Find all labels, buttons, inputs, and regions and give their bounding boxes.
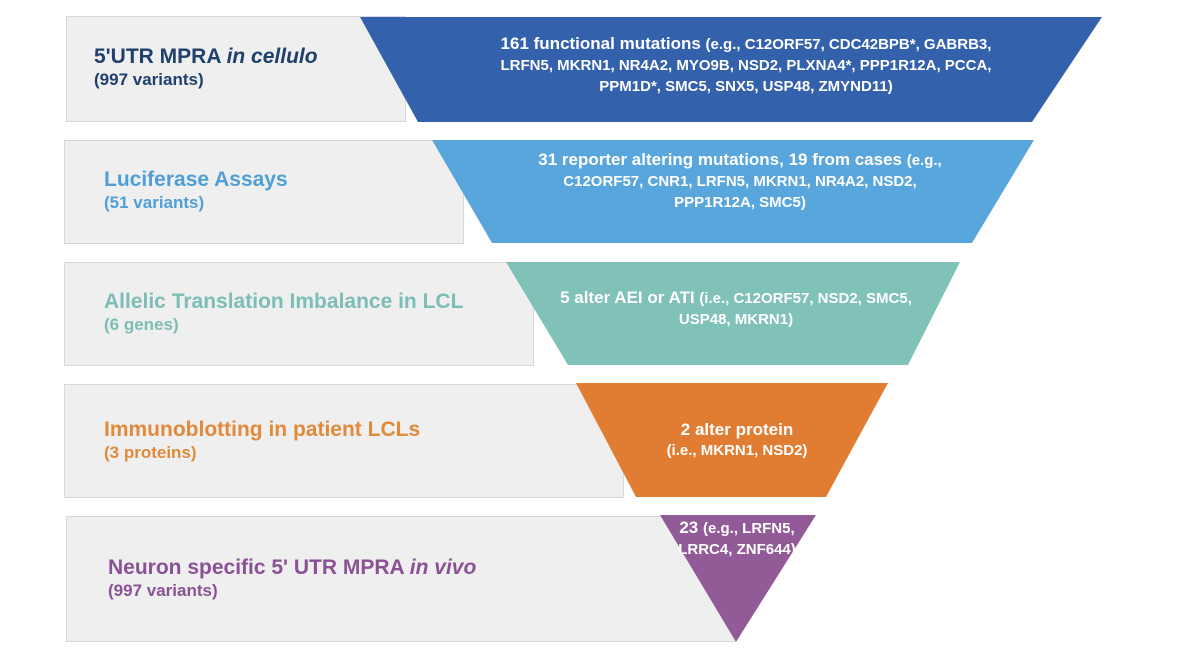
tier-3-label: Allelic Translation Imbalance in LCL (6 … bbox=[104, 289, 463, 335]
tier-4-panel bbox=[64, 384, 624, 498]
tier-3-title: Allelic Translation Imbalance in LCL bbox=[104, 290, 464, 313]
funnel-tier-4 bbox=[576, 383, 888, 497]
tier-5-subtitle: (997 variants) bbox=[108, 580, 218, 600]
tier-5-result-lead: 23 bbox=[679, 518, 703, 537]
tier-5-label: Neuron specific 5' UTR MPRA in vivo (997… bbox=[108, 555, 476, 601]
tier-3-result-examples: (i.e., C12ORF57, NSD2, SMC5, USP48, MKRN… bbox=[678, 290, 912, 328]
tier-5-panel bbox=[66, 516, 736, 642]
tier-4-result: 2 alter protein (i.e., MKRN1, NSD2) bbox=[620, 419, 854, 461]
funnel-tier-2 bbox=[432, 140, 1034, 243]
tier-1-result-lead: 161 functional mutations bbox=[500, 34, 706, 53]
tier-4-result-examples: (i.e., MKRN1, NSD2) bbox=[666, 442, 808, 460]
tier-1-label: 5'UTR MPRA in cellulo (997 variants) bbox=[94, 44, 318, 90]
tier-2-panel bbox=[64, 140, 464, 244]
tier-5-result: 23 (e.g., LRFN5, LRRC4, ZNF644) bbox=[662, 517, 812, 561]
tier-1-title-italic: in cellulo bbox=[226, 45, 318, 68]
funnel-tier-5 bbox=[660, 515, 816, 642]
tier-4-label: Immunoblotting in patient LCLs (3 protei… bbox=[104, 417, 420, 463]
tier-4-title: Immunoblotting in patient LCLs bbox=[104, 418, 421, 441]
tier-3-result-lead: 5 alter AEI or ATI bbox=[560, 288, 700, 307]
tier-1-panel bbox=[66, 16, 406, 122]
tier-2-label: Luciferase Assays (51 variants) bbox=[104, 167, 288, 213]
funnel-tier-1 bbox=[360, 17, 1102, 122]
tier-5-title-italic: in vivo bbox=[409, 556, 477, 579]
tier-3-panel bbox=[64, 262, 534, 366]
tier-4-result-lead: 2 alter protein bbox=[680, 420, 794, 439]
funnel-tier-3 bbox=[506, 262, 960, 365]
tier-2-subtitle: (51 variants) bbox=[104, 192, 205, 212]
tier-2-result-examples: (e.g., C12ORF57, CNR1, LRFN5, MKRN1, NR4… bbox=[563, 152, 942, 211]
tier-4-subtitle: (3 proteins) bbox=[104, 442, 197, 462]
tier-5-title: Neuron specific 5' UTR MPRA bbox=[108, 556, 410, 579]
tier-3-subtitle: (6 genes) bbox=[104, 314, 179, 334]
tier-2-title: Luciferase Assays bbox=[104, 168, 288, 191]
tier-2-result: 31 reporter altering mutations, 19 from … bbox=[522, 149, 958, 213]
tier-1-subtitle: (997 variants) bbox=[94, 69, 204, 89]
tier-1-title: 5'UTR MPRA bbox=[94, 45, 227, 68]
tier-1-result-examples: (e.g., C12ORF57, CDC42BPB*, GABRB3, LRFN… bbox=[500, 36, 992, 95]
tier-5-result-examples: (e.g., LRFN5, LRRC4, ZNF644) bbox=[678, 520, 796, 558]
tier-2-result-lead: 31 reporter altering mutations, 19 from … bbox=[538, 150, 907, 169]
tier-3-result: 5 alter AEI or ATI (i.e., C12ORF57, NSD2… bbox=[536, 287, 936, 331]
tier-1-result: 161 functional mutations (e.g., C12ORF57… bbox=[476, 33, 1016, 97]
